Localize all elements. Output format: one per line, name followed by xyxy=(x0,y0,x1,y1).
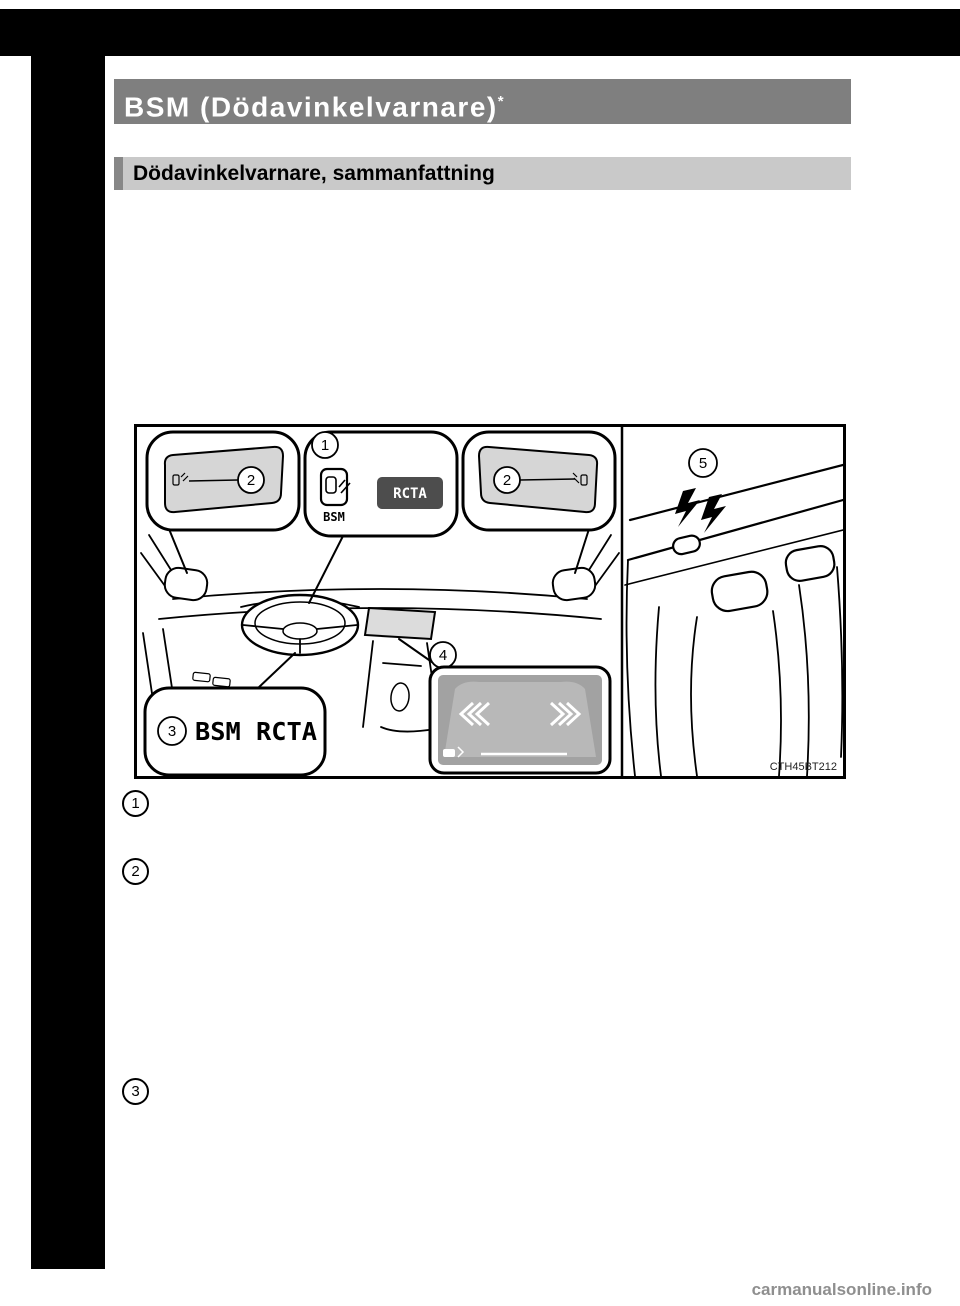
callout-2-left: 2 xyxy=(247,472,255,489)
bsm-rcta-text: BSM RCTA xyxy=(195,717,317,746)
bsm-indicator-icon: BSM xyxy=(319,467,351,524)
callout-badge xyxy=(311,431,339,459)
figure: 2 1 BSM RCTA 2 3 xyxy=(134,424,846,779)
list-marker-3: 3 xyxy=(122,1078,149,1105)
callout-badge xyxy=(493,466,521,494)
rear-deck-sketch xyxy=(624,463,845,777)
left-door-mirror xyxy=(163,566,209,602)
page-title: BSM (Dödavinkelvarnare) xyxy=(124,91,498,123)
list-marker-2: 2 xyxy=(122,858,149,885)
callout-3: 3 xyxy=(168,723,176,740)
title-footnote-marker: * xyxy=(497,93,504,110)
section-heading: Dödavinkelvarnare, sammanfattning xyxy=(133,162,495,185)
list-marker-1: 1 xyxy=(122,790,149,817)
cockpit-sketch xyxy=(140,534,620,748)
mirror-glass-left xyxy=(163,445,285,514)
mirror-callout-right: 2 xyxy=(461,430,617,532)
callout-badge xyxy=(157,716,187,746)
cluster-callout: 1 BSM RCTA xyxy=(303,430,459,538)
display-road-graphic xyxy=(444,681,596,757)
callout-2-right: 2 xyxy=(503,472,511,489)
callout-badge xyxy=(237,466,265,494)
steering-wheel xyxy=(240,593,360,657)
section-heading-bar: Dödavinkelvarnare, sammanfattning xyxy=(114,157,851,190)
watermark-link[interactable]: carmanualsonline.info xyxy=(751,1280,932,1299)
rcta-indicator-label: RCTA xyxy=(393,486,427,502)
callout-5: 5 xyxy=(699,455,707,472)
bsm-indicator-label: BSM xyxy=(323,510,345,524)
left-margin-bar xyxy=(31,9,105,1269)
rcta-indicator: RCTA xyxy=(377,477,443,509)
headrest-left xyxy=(710,570,769,613)
callout-4: 4 xyxy=(439,647,447,664)
mirror-callout-left: 2 xyxy=(145,430,301,532)
mid-display-callout: 4 xyxy=(428,641,612,775)
right-door-mirror xyxy=(551,566,597,602)
bsm-buzzer xyxy=(672,534,701,556)
display-chevrons xyxy=(458,701,582,727)
display-message-callout: 3 BSM RCTA xyxy=(143,686,327,777)
callout-badge xyxy=(688,448,718,478)
callout-1: 1 xyxy=(321,437,329,454)
alert-lightning-icons xyxy=(675,488,726,533)
headrest-right xyxy=(784,545,836,582)
figure-code: CTH45BT212 xyxy=(770,761,837,773)
gear-shifter xyxy=(390,682,410,712)
buzzer-callout: 5 xyxy=(688,448,718,478)
page-title-bar: BSM (Dödavinkelvarnare)* xyxy=(114,79,851,124)
figure-illustration: 2 1 BSM RCTA 2 3 xyxy=(140,427,845,777)
center-display-screen xyxy=(363,606,437,641)
top-black-bar xyxy=(0,9,960,56)
bsm-mirror-indicator-icon xyxy=(172,472,189,486)
display-car-icon xyxy=(443,746,465,758)
